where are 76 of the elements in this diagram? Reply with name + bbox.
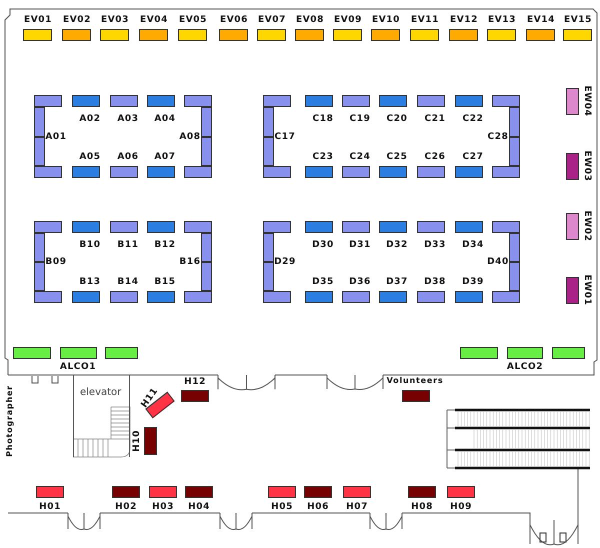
booth-number: C19 bbox=[350, 114, 370, 124]
booth-number: H05 bbox=[271, 502, 293, 512]
booth-number: H12 bbox=[184, 377, 206, 387]
booth-number: C26 bbox=[424, 152, 446, 162]
booth-number: A08 bbox=[179, 132, 201, 142]
booth-number: B15 bbox=[154, 277, 176, 287]
booth-number: A01 bbox=[45, 132, 67, 142]
booth-number: C25 bbox=[386, 152, 408, 162]
booth-number: A02 bbox=[79, 114, 101, 124]
room-label: elevator bbox=[80, 388, 122, 398]
booth-number: EV13 bbox=[488, 15, 516, 25]
booth-number: B16 bbox=[179, 257, 201, 267]
booth-number: B13 bbox=[79, 277, 101, 287]
booth-number: EV04 bbox=[140, 15, 168, 25]
booth-number: C23 bbox=[312, 152, 334, 162]
area-label: Photographer bbox=[5, 385, 15, 457]
booth-number: D35 bbox=[312, 277, 334, 287]
booth-number: C27 bbox=[462, 152, 484, 162]
booth-number: H03 bbox=[152, 502, 174, 512]
booth-number: H07 bbox=[346, 502, 368, 512]
booth-number: H10 bbox=[132, 430, 142, 452]
booth-number: A04 bbox=[154, 114, 176, 124]
booth-number: B09 bbox=[45, 257, 67, 267]
booth-number: D29 bbox=[274, 257, 296, 267]
booth-number: ALCO2 bbox=[506, 362, 544, 372]
booth-number: A05 bbox=[79, 152, 101, 162]
booth-number: C22 bbox=[462, 114, 484, 124]
booth-number: B12 bbox=[154, 240, 176, 250]
booth-number: D36 bbox=[349, 277, 371, 287]
booth-number: A06 bbox=[117, 152, 139, 162]
booth-number: EV03 bbox=[100, 15, 130, 25]
booth-number: EV07 bbox=[258, 15, 286, 25]
booth-number: H09 bbox=[450, 502, 472, 512]
booth-number: D31 bbox=[349, 240, 371, 250]
booth-number: D30 bbox=[312, 240, 334, 250]
booth-number: C21 bbox=[424, 114, 446, 124]
booth-number: C28 bbox=[488, 132, 508, 142]
booth-number: EV01 bbox=[24, 15, 52, 25]
booth-number: B11 bbox=[117, 240, 139, 250]
booth-number: ALCO1 bbox=[60, 362, 96, 372]
booth-number: C20 bbox=[386, 114, 408, 124]
booth-number: EV05 bbox=[178, 15, 208, 25]
booth-number: D38 bbox=[424, 277, 446, 287]
booth-number: EV09 bbox=[334, 15, 362, 25]
booth-number: D40 bbox=[487, 257, 509, 267]
booth-number: A03 bbox=[117, 114, 139, 124]
booth-number: EW01 bbox=[582, 274, 592, 306]
booth-number: D37 bbox=[386, 277, 408, 287]
booth-number: H04 bbox=[188, 502, 210, 512]
booth-number: C24 bbox=[350, 152, 370, 162]
booth-number: C17 bbox=[274, 132, 296, 142]
booth-number: D32 bbox=[386, 240, 408, 250]
booth-number: D39 bbox=[462, 277, 484, 287]
booth-number: A07 bbox=[154, 152, 176, 162]
booth-number: EV11 bbox=[410, 15, 440, 25]
booth-label: Volunteers bbox=[386, 376, 444, 386]
booth-number: EV02 bbox=[62, 15, 92, 25]
booth-number: EV08 bbox=[296, 15, 324, 25]
booth-number: D33 bbox=[424, 240, 446, 250]
booth-number: EW04 bbox=[582, 86, 592, 116]
booth-number: H06 bbox=[307, 502, 329, 512]
booth-number: EW03 bbox=[582, 150, 592, 182]
booth-number: EV15 bbox=[564, 15, 592, 25]
booth-number: EV12 bbox=[450, 15, 478, 25]
booth-number: B10 bbox=[79, 240, 101, 250]
booth-number: B14 bbox=[117, 277, 139, 287]
booth-number: H02 bbox=[115, 502, 137, 512]
booth-number: D34 bbox=[462, 240, 484, 250]
booth-number: C18 bbox=[312, 114, 334, 124]
elevator-shaft bbox=[73, 375, 130, 457]
booth-number: EV14 bbox=[526, 15, 556, 25]
booth-number: EW02 bbox=[582, 210, 592, 242]
booth-number: EV06 bbox=[220, 15, 248, 25]
booth-number: H08 bbox=[411, 502, 433, 512]
booth-number: H01 bbox=[39, 502, 61, 512]
booth-number: EV10 bbox=[372, 15, 400, 25]
